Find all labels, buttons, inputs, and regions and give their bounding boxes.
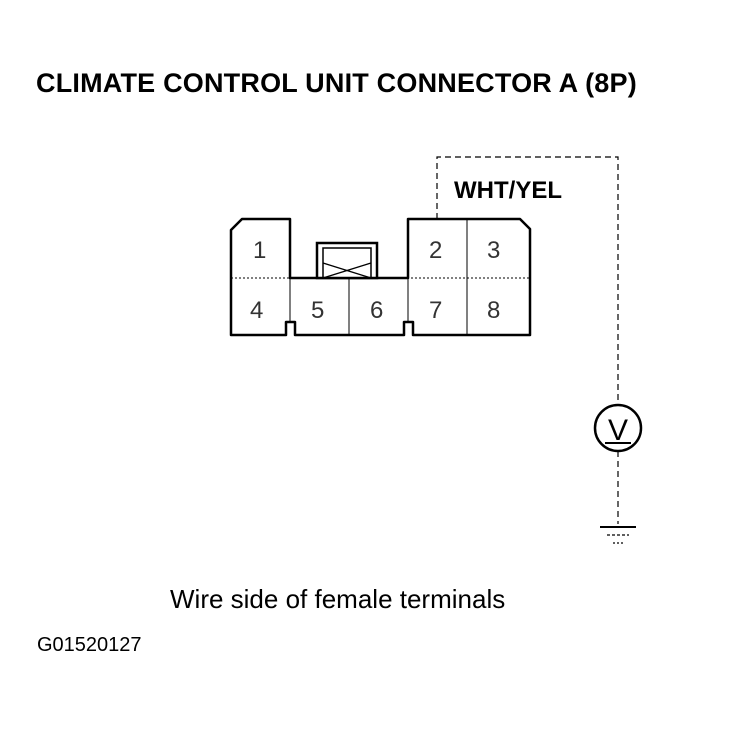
voltmeter-symbol: V bbox=[608, 414, 628, 447]
connector-lock-tab bbox=[315, 241, 379, 280]
diagram-title: CLIMATE CONTROL UNIT CONNECTOR A (8P) bbox=[36, 68, 637, 98]
wire-color-label: WHT/YEL bbox=[454, 177, 562, 204]
ground-icon bbox=[600, 526, 636, 544]
terminal-view-caption: Wire side of female terminals bbox=[170, 584, 506, 614]
terminal-7-label: 7 bbox=[429, 297, 442, 324]
terminal-3-label: 3 bbox=[487, 237, 500, 264]
terminal-2-label: 2 bbox=[429, 237, 442, 264]
voltmeter-icon bbox=[593, 403, 643, 453]
figure-code: G01520127 bbox=[37, 634, 142, 656]
terminal-8-label: 8 bbox=[487, 297, 500, 324]
terminal-1-label: 1 bbox=[253, 237, 266, 264]
terminal-5-label: 5 bbox=[311, 297, 324, 324]
terminal-4-label: 4 bbox=[250, 297, 263, 324]
test-lead-wire bbox=[436, 156, 619, 405]
terminal-6-label: 6 bbox=[370, 297, 383, 324]
